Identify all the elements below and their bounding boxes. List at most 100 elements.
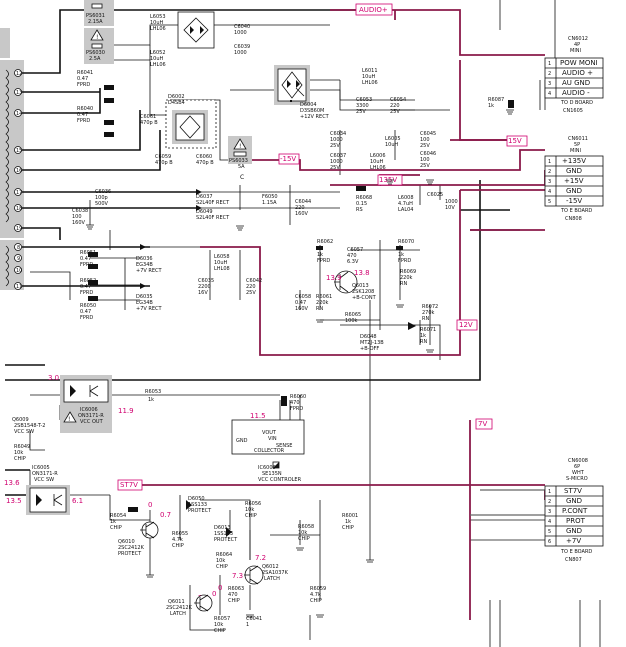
parts-d6050-1-label: 1SS133 — [188, 502, 207, 508]
parts-c6035b-2-label: 16V — [198, 290, 208, 296]
warning-icon — [233, 138, 247, 150]
parts-c6037-1-label: 1000 — [330, 159, 343, 165]
parts-ic6008-0-label: IC6008 — [258, 465, 276, 471]
parts-ps6031-0-label: PS6031 — [86, 13, 105, 19]
parts-r6057-0-label: R6057 — [214, 616, 230, 622]
ground-symbols — [86, 109, 514, 618]
fuse-ps6030: ! PS6030 2.5A — [84, 28, 114, 64]
parts-c6046-2-label: 25V — [420, 163, 430, 169]
parts-r6059-0-label: R6059 — [310, 586, 326, 592]
connectors-cn6011-footer-0-label: TO E BOARD — [560, 208, 592, 214]
parts-d6049-0-label: D6049 — [196, 209, 213, 215]
parts-c6053-2-label: 25V — [356, 109, 366, 115]
protect-latch-region: R6054 1k CHIP 0 0.7 Q6010 2SC2412K PROTE… — [110, 496, 358, 634]
connectors-cn6012-rows-3-label: AUDIO - — [562, 89, 590, 97]
bridge-upper — [177, 11, 215, 49]
parts-d6050-0-label: D6050 — [188, 496, 205, 502]
parts-c6054-0-label: C6054 — [390, 97, 406, 103]
ic_pins-2-label: VIN — [268, 436, 277, 442]
parts-c6057-2-label: 6.3V — [347, 259, 359, 265]
pin-17: 17 — [16, 190, 22, 196]
parts-r6071-2-label: RN — [420, 339, 427, 345]
parts-r6056-0-label: R6056 — [245, 501, 261, 507]
parts-r6040-0-label: R6040 — [77, 106, 93, 112]
parts-c6038-2-label: 160V — [72, 220, 86, 226]
pin-11: 11 — [16, 284, 22, 290]
parts-r6070-0-label: R6070 — [398, 239, 414, 245]
pin-14: 14 — [16, 111, 22, 117]
parts-q6012-1-label: 2SA1037K — [262, 570, 289, 576]
svg-text:5: 5 — [548, 199, 551, 205]
parts-c6037-2-label: 25V — [330, 165, 340, 171]
parts-r6053-0-label: R6053 — [145, 389, 161, 395]
connectors-cn6008-rows-3-label: PROT — [566, 517, 586, 525]
parts-l6058-2-label: LHL08 — [214, 266, 230, 272]
parts-c6038-0-label: C6038 — [72, 208, 88, 214]
parts-d6035-2-label: +7V RECT — [136, 306, 163, 312]
svg-text:2: 2 — [548, 499, 551, 505]
gnd-rail — [470, 489, 545, 516]
parts-r6087-1-label: 1k — [488, 103, 494, 109]
parts-c6058-0-label: C6058 — [295, 294, 311, 300]
parts-c6041-0-label: C6041 — [246, 616, 262, 622]
parts-r6040-1-label: 0.47 — [77, 112, 88, 118]
parts-c6057-1-label: 470 — [347, 253, 357, 259]
parts-l6058-0-label: L6058 — [214, 254, 230, 260]
parts-d6004-0-label: D6004 — [300, 102, 317, 108]
parts-r6050-1-label: 0.47 — [80, 309, 91, 315]
bridge-d6004: D6004 D3SB60M +12V RECT — [274, 65, 330, 120]
parts-q6011-0-label: Q6011 — [168, 599, 185, 605]
parts-c6034-2-label: 25V — [330, 143, 340, 149]
parts-c6040-1-label: 1000 — [234, 30, 247, 36]
connectors-cn6008-title-2-label: WHT — [572, 470, 585, 476]
connectors-cn6008-title-3-label: S-MICRO — [566, 476, 588, 482]
connectors-cn6008-rows-0-label: ST7V — [564, 487, 582, 495]
parts-ic6006-1-label: ON3171-R — [78, 413, 104, 419]
parts-d6037-1-label: S2L40F RECT — [196, 200, 230, 206]
svg-text:3: 3 — [548, 81, 551, 87]
parts-r6059-2-label: CHIP — [310, 598, 322, 604]
parts-l6006-0-label: L6006 — [370, 153, 386, 159]
parts-d6036-2-label: +7V RECT — [136, 268, 163, 274]
parts-c6060-0-label: C6060 — [196, 154, 212, 160]
ic_pins-0-label: GND — [236, 438, 248, 444]
warning-icon — [90, 29, 104, 41]
parts-r6058-1-label: 10k — [298, 530, 307, 536]
fuse-ps6031: PS6031 2.15A — [84, 0, 114, 26]
pin-19: 19 — [16, 226, 22, 232]
warning-icon — [63, 411, 77, 423]
parts-c6061-0-label: C6061 — [140, 114, 156, 120]
parts-ic6005-1-label: ON3171-R — [32, 471, 58, 477]
component-glyphs — [88, 85, 514, 301]
parts-r6055-0-label: R6055 — [172, 531, 188, 537]
parts-q6009-0-label: Q6009 — [12, 417, 29, 423]
parts-r6001-1-label: 1k — [345, 519, 351, 525]
parts-ic6008-2-label: VCC CONTROLER — [258, 477, 302, 483]
connectors-cn6008-title-1-label: 6P — [574, 464, 580, 470]
parts-r6087-0-label: R6087 — [488, 97, 504, 103]
parts-d6035-0-label: D6035 — [136, 294, 153, 300]
parts-q6012-0-label: Q6012 — [262, 564, 279, 570]
parts-c6054-2-label: 25V — [390, 109, 400, 115]
parts-r6068-0-label: R6068 — [356, 195, 372, 201]
parts-c6053-0-label: C6053 — [356, 97, 372, 103]
signal-wiring — [29, 24, 545, 640]
parts-r6070-1-label: 1k — [398, 252, 404, 258]
connectors-cn6008-rows-2-label: P.CONT — [562, 507, 588, 515]
parts-c6053-1-label: 3300 — [356, 103, 369, 109]
parts-c6045-0-label: C6045 — [420, 131, 436, 137]
parts-r6055-2-label: CHIP — [172, 543, 184, 549]
parts-ps6033-0-label: PS6033 — [229, 158, 248, 164]
parts-d6004-1-label: D3SB60M — [300, 108, 324, 114]
parts-r6056-2-label: CHIP — [245, 513, 257, 519]
ic6008-controller: R6060 470 FPRD 11.5 GND VOUT VIN SENSE C… — [231, 394, 306, 483]
svg-text:2: 2 — [548, 71, 551, 77]
parts-l6053-1-label: 10uH — [150, 20, 164, 26]
parts-q6011-1-label: 2SC2412K — [166, 605, 193, 611]
parts-q6013-2-label: +B-CONT — [352, 295, 377, 301]
parts-d6035-1-label: EG34B — [136, 300, 153, 306]
connectors-cn6011-title-0-label: CN6011 — [568, 136, 588, 142]
parts-r6063-2-label: CHIP — [228, 598, 240, 604]
parts-r6049-1-label: 10k — [14, 450, 23, 456]
voltages-v_7_3-label: 7.3 — [232, 572, 243, 580]
